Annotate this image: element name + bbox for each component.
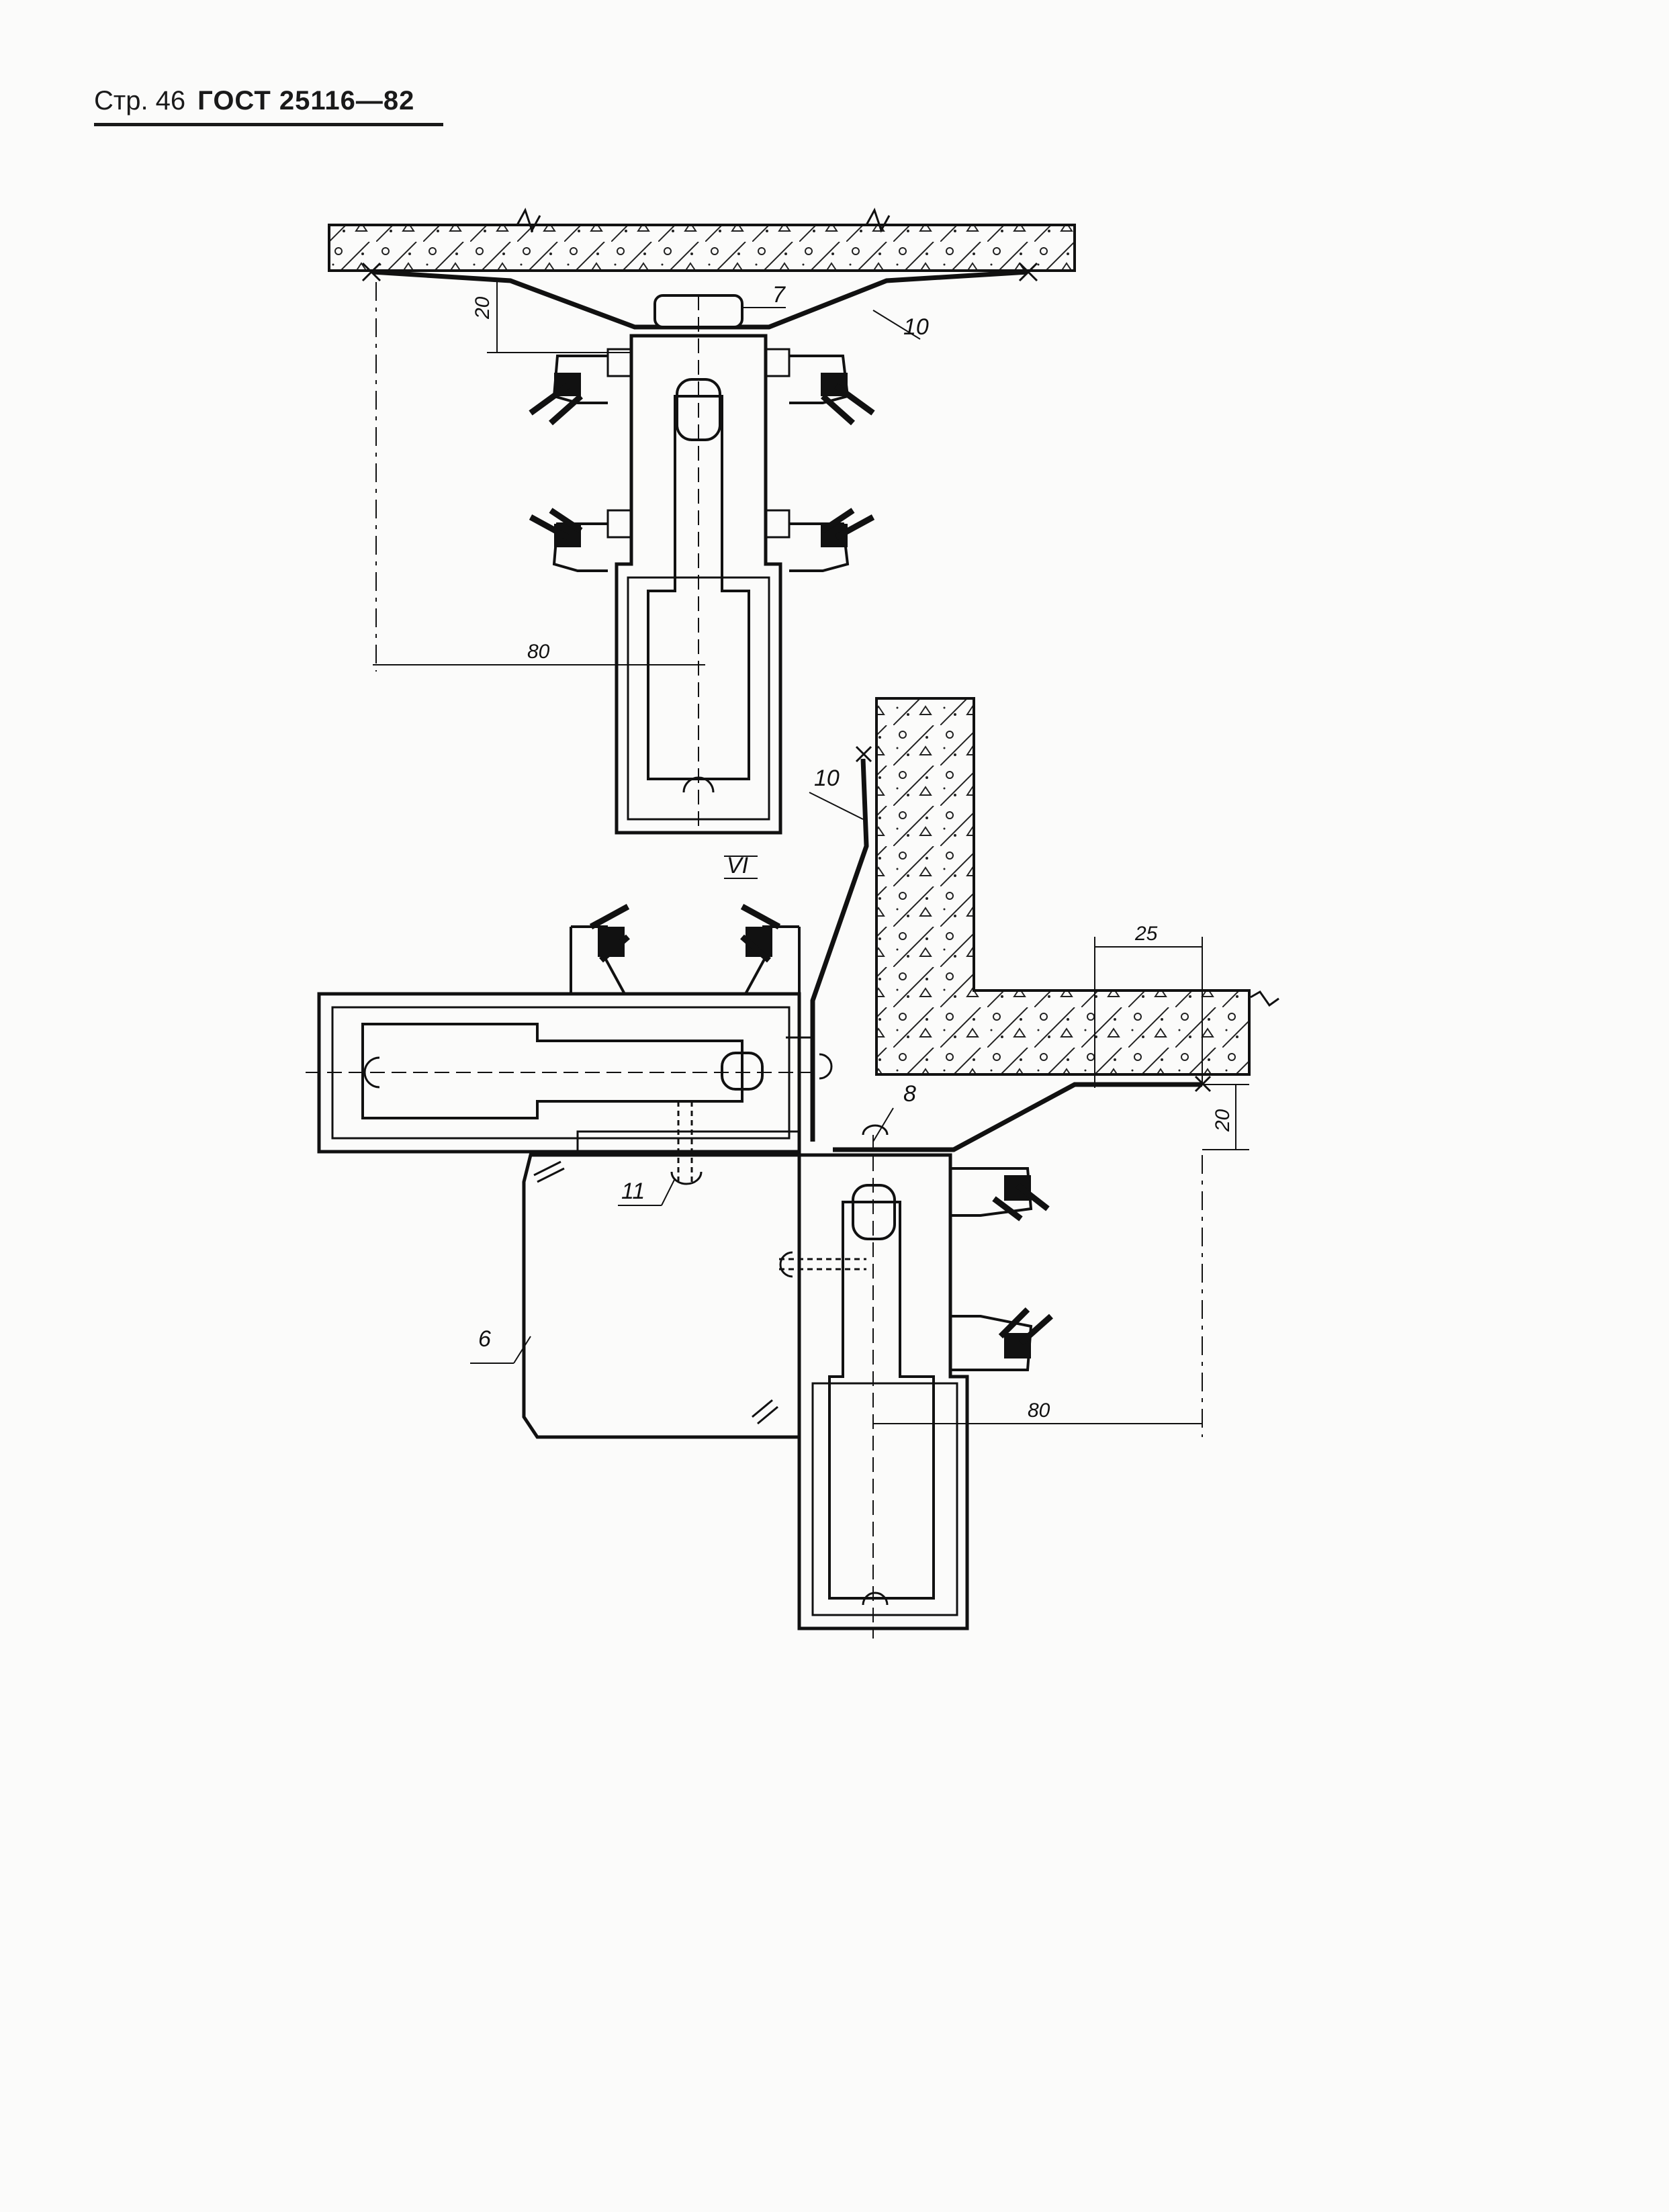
concrete-wall-corner	[875, 697, 1251, 1076]
dim-25: 25	[1134, 923, 1158, 945]
callout-7: 7	[772, 282, 786, 308]
mullion-bottom-outer	[797, 1153, 969, 1630]
dim-80-top: 80	[527, 641, 550, 663]
break-mark-2	[865, 208, 891, 233]
view-label: VI	[727, 853, 749, 878]
glazing-bead-tr	[789, 355, 875, 426]
callout-6: 6	[478, 1326, 491, 1352]
dim-80-bottom: 80	[1028, 1399, 1050, 1422]
fix-x-right	[1018, 262, 1038, 282]
callout-11: 11	[621, 1179, 645, 1204]
glazing-bead-bl	[529, 508, 608, 572]
fix-x-left	[361, 262, 381, 282]
callout-10-mid: 10	[814, 766, 840, 791]
break-mark-1	[516, 208, 541, 233]
callout-8: 8	[903, 1081, 916, 1107]
dim-20-top: 20	[471, 296, 494, 320]
glazing-bead-mullion-upper	[950, 1167, 1050, 1222]
glazing-bead-tl	[529, 355, 608, 426]
mullion-top-insert	[647, 395, 750, 780]
page-header: Стр. 46 ГОСТ 25116—82	[94, 86, 443, 126]
top-detail: 20 80 7 10	[328, 208, 1076, 835]
ceiling-slab	[328, 224, 1076, 272]
bottom-detail: 25 20 80 10 8 11 6	[306, 697, 1279, 1639]
bracket-profile	[522, 1153, 801, 1439]
glazing-bead-transom-left	[589, 904, 630, 995]
mullion-top-outer	[615, 334, 782, 835]
glazing-bead-br	[789, 508, 875, 572]
dim-20-right: 20	[1212, 1109, 1234, 1132]
flashing-horizontal	[833, 1082, 1202, 1152]
standard-number: ГОСТ 25116—82	[197, 86, 415, 116]
callout-10-top: 10	[903, 314, 929, 340]
glazing-bead-transom-right	[740, 904, 781, 995]
page-number: Стр. 46	[94, 86, 186, 116]
glazing-bead-mullion-lower	[950, 1307, 1053, 1371]
